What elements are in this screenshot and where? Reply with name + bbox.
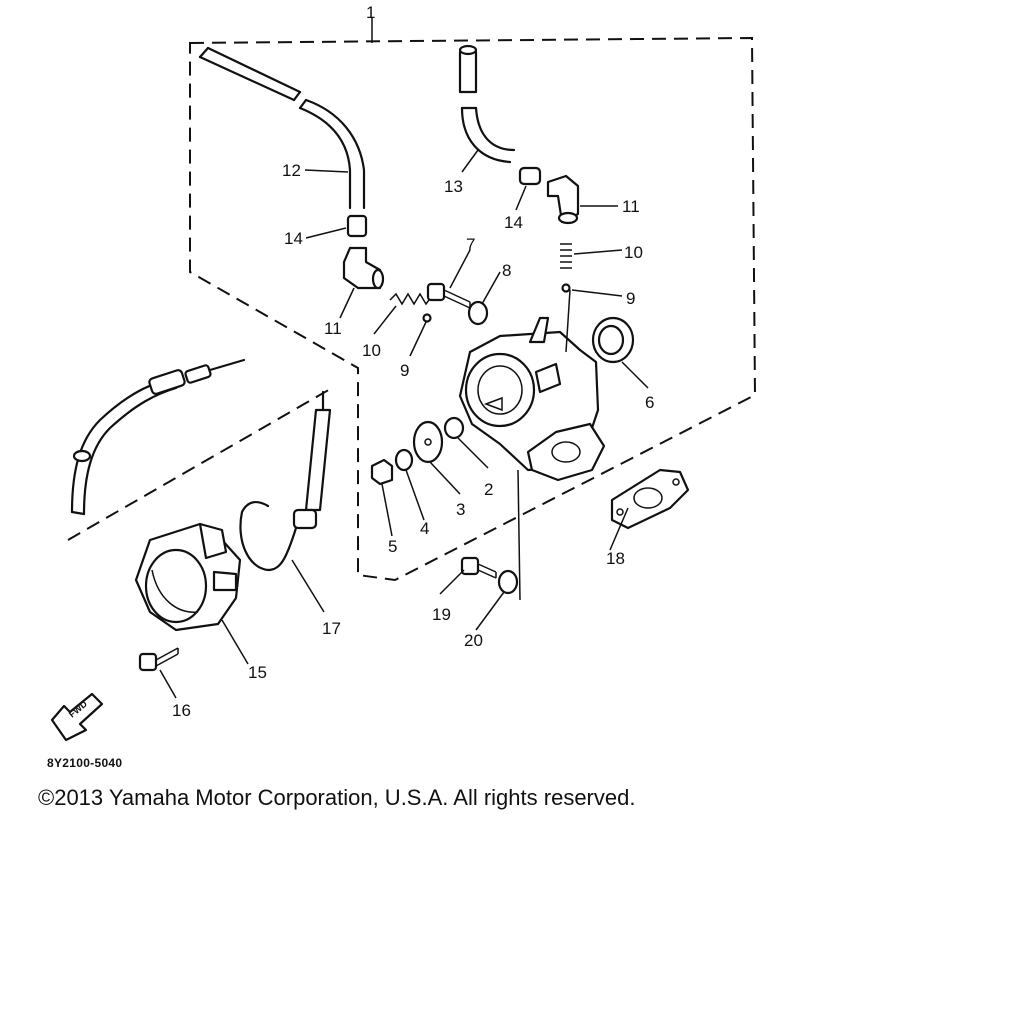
callout-16: 16 — [172, 701, 191, 720]
hose-13 — [458, 44, 516, 164]
oil-seal-6 — [591, 316, 635, 364]
callout-13: 13 — [444, 177, 463, 196]
callout-4: 4 — [420, 519, 429, 538]
drawing-code: 8Y2100-5040 — [47, 756, 123, 770]
nut-5 — [370, 458, 394, 486]
cable-17 — [239, 390, 332, 572]
oil-pump-body — [458, 316, 606, 482]
bolt-19 — [460, 556, 497, 579]
clip-14-left — [346, 214, 368, 238]
callout-9-right: 9 — [626, 289, 635, 308]
forward-arrow-icon: FWD — [50, 692, 104, 742]
callout-10-right: 10 — [624, 243, 643, 262]
washer-20 — [497, 569, 519, 595]
callout-14-left: 14 — [284, 229, 303, 248]
clip-14-right — [518, 166, 542, 186]
callout-11-left: 11 — [324, 319, 342, 338]
fitting-11-left — [342, 246, 385, 290]
callout-18: 18 — [606, 549, 625, 568]
callout-15: 15 — [248, 663, 267, 682]
callout-5: 5 — [388, 537, 397, 556]
callout-2: 2 — [484, 480, 493, 499]
spring-10-right — [560, 243, 572, 269]
copyright-notice: ©2013 Yamaha Motor Corporation, U.S.A. A… — [38, 785, 636, 810]
ball-9-left — [422, 313, 432, 323]
callout-10-left: 10 — [362, 341, 381, 360]
gasket-18 — [610, 468, 690, 530]
callout-8: 8 — [502, 261, 511, 280]
plate-3 — [412, 420, 444, 464]
callout-19: 19 — [432, 605, 451, 624]
callout-14-right: 14 — [504, 213, 523, 232]
washer-8 — [467, 300, 489, 326]
callout-9-left: 9 — [400, 361, 409, 380]
callout-1: 1 — [366, 3, 375, 22]
washer-4 — [394, 448, 414, 472]
callout-3: 3 — [456, 500, 465, 519]
washer-2 — [443, 416, 465, 440]
callout-20: 20 — [464, 631, 483, 650]
screw-16 — [138, 647, 179, 672]
callout-11-right: 11 — [622, 197, 640, 216]
bolt-7 — [426, 282, 471, 309]
section-divider — [67, 387, 333, 541]
callout-7: 7 — [466, 235, 475, 254]
oil-pump-cable — [70, 358, 246, 516]
leader-lines — [159, 149, 649, 699]
callout-6: 6 — [645, 393, 654, 412]
assembly-boundary — [189, 36, 757, 582]
hose-12 — [198, 46, 366, 210]
callout-12: 12 — [282, 161, 301, 180]
ball-9-right — [561, 283, 571, 293]
pump-cover-15 — [134, 522, 242, 632]
fitting-11-right — [546, 174, 580, 225]
callout-17: 17 — [322, 619, 341, 638]
spring-10-left — [389, 292, 433, 306]
